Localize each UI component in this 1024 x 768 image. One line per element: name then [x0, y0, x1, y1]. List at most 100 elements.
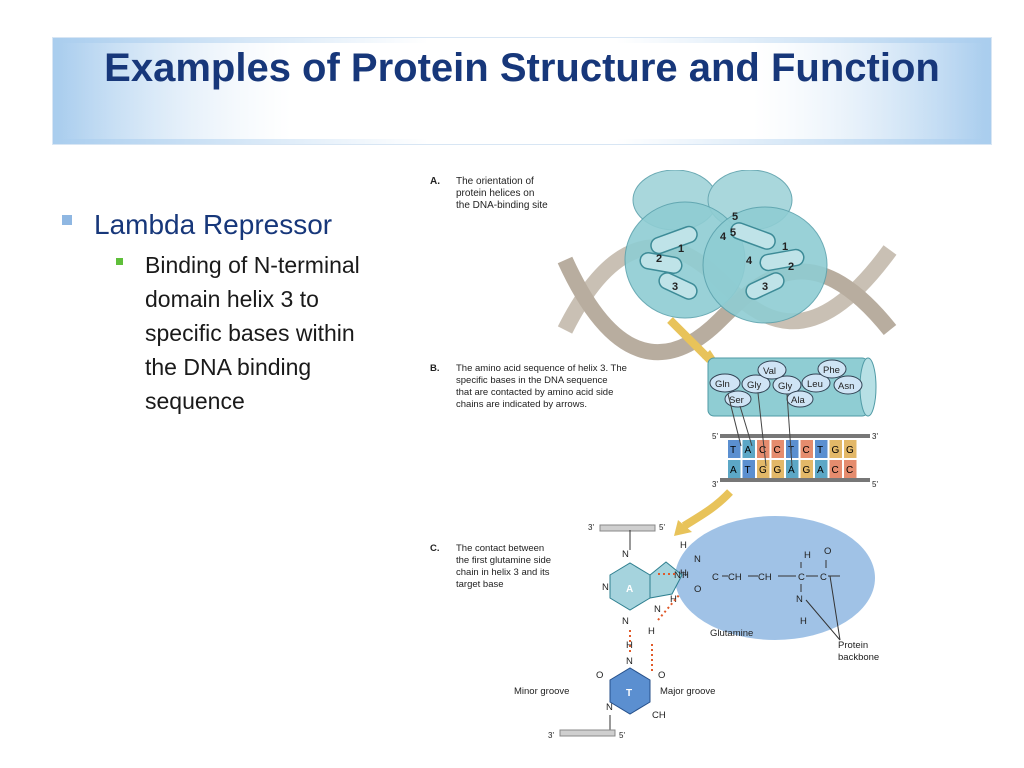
- helix-5-left: 5: [732, 211, 738, 223]
- panel-a: A. The orientation of protein helices on…: [430, 170, 897, 368]
- dna-base-letter-top-2: C: [759, 445, 766, 456]
- dna-base-letter-bottom-7: C: [832, 465, 839, 476]
- strand-end-bottom-right: 5': [872, 480, 878, 489]
- panel-c: C. The contact between the first glutami…: [430, 516, 879, 740]
- svg-text:Leu: Leu: [807, 379, 823, 390]
- bullet-square-icon: [62, 215, 72, 225]
- dna-base-top-7: [829, 440, 842, 458]
- major-groove-label: Major groove: [660, 686, 715, 697]
- backbone-label-2: backbone: [838, 652, 879, 663]
- dna-base-letter-top-3: C: [774, 445, 781, 456]
- dna-base-bottom-1: [742, 460, 755, 478]
- residue-gln: Gln: [709, 373, 741, 393]
- svg-text:Val: Val: [763, 366, 776, 377]
- svg-text:N: N: [602, 582, 609, 593]
- glutamine-region: [675, 516, 875, 640]
- svg-text:C: C: [798, 572, 805, 583]
- dna-base-top-4: [786, 440, 799, 458]
- c-strand-end-bottom-right: 5': [619, 731, 625, 740]
- c-strand-end-bottom-left: 3': [548, 731, 554, 740]
- minor-groove-label: Minor groove: [514, 686, 569, 697]
- dna-base-bottom-5: [800, 460, 813, 478]
- svg-text:Asn: Asn: [838, 381, 854, 392]
- residue-ser: Ser: [724, 390, 752, 408]
- svg-text:Phe: Phe: [823, 365, 840, 376]
- dna-base-letter-top-1: A: [745, 445, 752, 456]
- c-strand-end-top-left: 3': [588, 523, 594, 532]
- residue-val: Val: [757, 360, 787, 380]
- strand-end-top-left: 5': [712, 432, 718, 441]
- panel-a-letter: A.: [430, 176, 440, 187]
- svg-text:H: H: [680, 568, 687, 579]
- svg-text:CH: CH: [652, 710, 666, 721]
- svg-text:Gln: Gln: [715, 379, 730, 390]
- svg-text:H: H: [804, 550, 811, 561]
- svg-text:O: O: [824, 546, 831, 557]
- title-banner: [52, 37, 992, 145]
- c-strand-end-top-right: 5': [659, 523, 665, 532]
- panel-b-caption-3: that are contacted by amino acid side: [456, 387, 613, 398]
- dna-base-letter-top-8: G: [846, 445, 854, 456]
- backbone-label-1: Protein: [838, 640, 868, 651]
- dna-base-top-5: [800, 440, 813, 458]
- bullet-text-binding: Binding of N-terminal domain helix 3 to …: [145, 252, 360, 414]
- panel-c-caption-1: The contact between: [456, 543, 544, 554]
- dna-base-bottom-2: [757, 460, 770, 478]
- svg-text:O: O: [658, 670, 665, 681]
- svg-text:H: H: [682, 570, 689, 581]
- bullet-level-2: Binding of N-terminal domain helix 3 to …: [116, 248, 382, 418]
- svg-text:H: H: [626, 640, 633, 651]
- dna-base-bottom-3: [771, 460, 784, 478]
- dna-base-bottom-0: [728, 460, 741, 478]
- dna-base-letter-bottom-5: G: [803, 465, 811, 476]
- svg-text:N: N: [622, 549, 629, 560]
- strand-end-top-right: 3': [872, 432, 878, 441]
- residue-gly-1: Gly: [741, 374, 771, 394]
- panel-b-caption-1: The amino acid sequence of helix 3. The: [456, 363, 627, 374]
- residue-leu: Leu: [801, 373, 831, 393]
- bullet-list: Lambda Repressor Binding of N-terminal d…: [62, 205, 382, 418]
- residue-asn: Asn: [833, 375, 863, 395]
- panel-c-caption-2: the first glutamine side: [456, 555, 551, 566]
- svg-text:H: H: [800, 616, 807, 627]
- dna-base-top-0: [728, 440, 741, 458]
- svg-text:N: N: [606, 702, 613, 713]
- panel-a-caption-3: the DNA-binding site: [456, 200, 548, 211]
- dna-base-letter-bottom-4: A: [788, 465, 795, 476]
- panel-a-caption-1: The orientation of: [456, 176, 534, 187]
- helix-4-left: 4: [720, 231, 727, 243]
- dna-base-letter-bottom-6: A: [817, 465, 824, 476]
- slide-title: Examples of Protein Structure and Functi…: [104, 46, 940, 90]
- base-t-label: T: [626, 688, 632, 699]
- bullet-text-lambda-repressor: Lambda Repressor: [94, 209, 333, 240]
- svg-text:CH: CH: [758, 572, 772, 583]
- dna-base-letter-bottom-3: G: [774, 465, 782, 476]
- dna-base-letter-top-7: G: [832, 445, 840, 456]
- dna-base-letter-bottom-8: C: [846, 465, 853, 476]
- dna-base-letter-bottom-0: A: [730, 465, 737, 476]
- panel-c-caption-4: target base: [456, 579, 504, 590]
- arrow-icon: [674, 520, 692, 536]
- svg-text:Gly: Gly: [778, 381, 793, 392]
- svg-text:C: C: [712, 572, 719, 583]
- residue-phe: Phe: [817, 359, 847, 379]
- svg-text:N: N: [626, 656, 633, 667]
- svg-text:O: O: [694, 584, 701, 595]
- bullet-square-icon: [116, 258, 123, 265]
- svg-text:CH: CH: [728, 572, 742, 583]
- panel-b: B. The amino acid sequence of helix 3. T…: [430, 357, 878, 536]
- glutamine-label: Glutamine: [710, 628, 753, 639]
- svg-text:Ser: Ser: [729, 395, 744, 406]
- svg-text:H: H: [680, 540, 687, 551]
- svg-text:N: N: [796, 594, 803, 605]
- dna-base-letter-top-6: T: [817, 445, 823, 456]
- dna-base-bottom-7: [829, 460, 842, 478]
- bullet-level-1: Lambda Repressor: [62, 205, 382, 244]
- svg-text:N: N: [654, 604, 661, 615]
- panel-c-letter: C.: [430, 543, 440, 554]
- dna-base-bottom-6: [815, 460, 828, 478]
- svg-text:C: C: [820, 572, 827, 583]
- dna-base-top-8: [844, 440, 857, 458]
- dna-base-top-2: [757, 440, 770, 458]
